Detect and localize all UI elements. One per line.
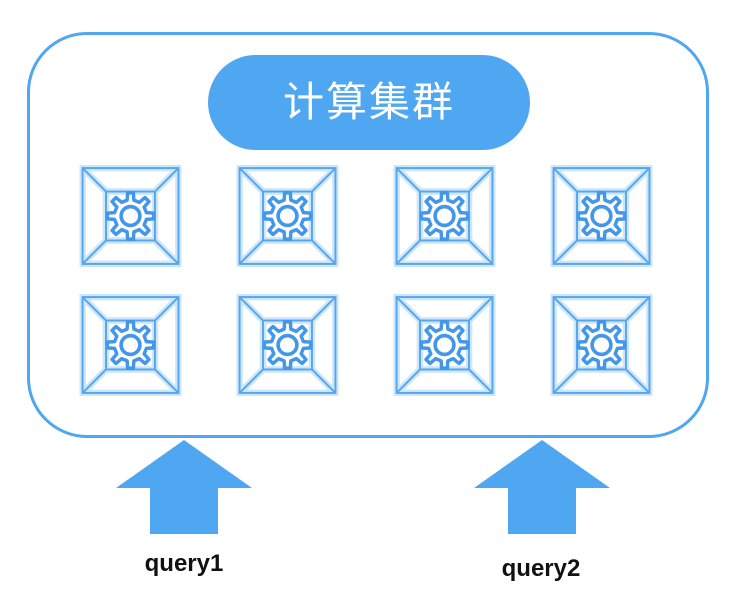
query1-arrow-icon <box>116 440 252 534</box>
compute-node <box>393 165 496 267</box>
compute-node <box>550 294 653 396</box>
cluster-title-pill: 计算集群 <box>208 55 530 150</box>
query1-label: query1 <box>144 550 224 577</box>
gear-icon <box>236 294 339 396</box>
gear-icon <box>550 165 653 267</box>
gear-icon <box>393 165 496 267</box>
node-grid <box>79 165 653 397</box>
compute-node <box>393 294 496 396</box>
gear-icon <box>550 294 653 396</box>
compute-node <box>79 294 182 396</box>
gear-icon <box>79 294 182 396</box>
gear-icon <box>393 294 496 396</box>
compute-node <box>236 294 339 396</box>
compute-node <box>550 165 653 267</box>
compute-node <box>79 165 182 267</box>
gear-icon <box>79 165 182 267</box>
compute-node <box>236 165 339 267</box>
query2-arrow-icon <box>474 440 610 534</box>
gear-icon <box>236 165 339 267</box>
query2-label: query2 <box>501 555 581 582</box>
cluster-title: 计算集群 <box>283 79 455 125</box>
